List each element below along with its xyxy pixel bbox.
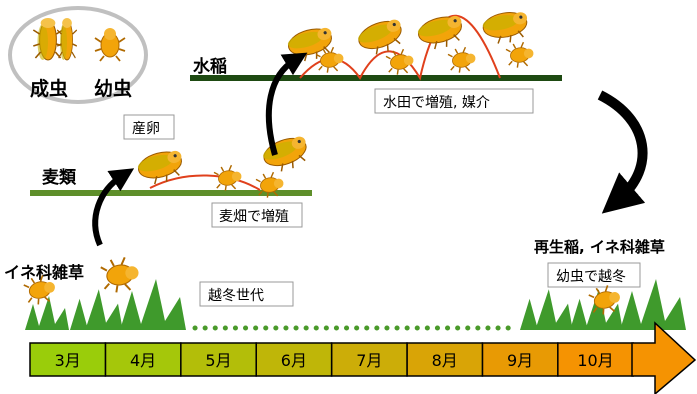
adult-insect-icon bbox=[259, 132, 314, 178]
month-label: 4月 bbox=[130, 351, 156, 370]
month-cell bbox=[330, 342, 408, 377]
cycle-arrow-icon bbox=[265, 52, 308, 156]
month-label: 9月 bbox=[507, 351, 533, 370]
larva-icon bbox=[504, 40, 537, 70]
larva-icon bbox=[98, 254, 143, 296]
month-cell bbox=[255, 342, 333, 377]
overwinter-larva-note: 幼虫で越冬 bbox=[556, 269, 626, 285]
month-label: 5月 bbox=[205, 351, 231, 370]
larva-icon bbox=[212, 163, 245, 193]
grass-tuft-icon bbox=[25, 296, 69, 330]
overwintering: イネ科雑草 越冬世代 再生稲, イネ科雑草 幼虫で越冬 bbox=[4, 238, 686, 331]
legend-larva-label: 幼虫 bbox=[94, 77, 132, 100]
grass-tuft-icon bbox=[120, 279, 186, 330]
legend: 成虫 幼虫 bbox=[8, 6, 148, 104]
wheat-field: 麦類 産卵 麦畑で増殖 bbox=[30, 114, 314, 228]
oviposition-note: 産卵 bbox=[132, 121, 160, 137]
rice-field: 水稲 水田で増殖, 媒介 bbox=[190, 8, 562, 114]
month-label: 7月 bbox=[356, 351, 382, 370]
month-label: 10月 bbox=[577, 351, 613, 370]
rice-multiply-note: 水田で増殖, 媒介 bbox=[383, 94, 490, 111]
month-cell bbox=[180, 342, 257, 377]
overwinter-generation-note: 越冬世代 bbox=[208, 288, 264, 304]
month-timeline: 3月 4月 5月 6月 7月 8月 9月 10月 bbox=[29, 321, 697, 394]
timeline-arrow-icon bbox=[631, 321, 697, 394]
month-cell bbox=[481, 342, 559, 377]
larva-icon bbox=[446, 45, 479, 75]
wheat-label: 麦類 bbox=[42, 167, 77, 188]
legend-adult-label: 成虫 bbox=[30, 77, 68, 100]
grass-tuft-icon bbox=[520, 289, 573, 330]
regrowth-label: 再生稲, イネ科雑草 bbox=[534, 238, 665, 256]
month-cell bbox=[104, 342, 182, 377]
month-label: 6月 bbox=[281, 351, 307, 370]
month-cell bbox=[557, 342, 634, 377]
grass-label: イネ科雑草 bbox=[4, 263, 84, 282]
adult-insect-icon bbox=[480, 8, 532, 48]
cycle-arrow-icon bbox=[597, 90, 648, 214]
wheat-multiply-note: 麦畑で増殖 bbox=[219, 208, 289, 225]
month-cell bbox=[29, 342, 107, 377]
grass-tuft-icon bbox=[70, 289, 123, 330]
rice-label: 水稲 bbox=[193, 56, 227, 77]
cycle-arrow-icon bbox=[92, 168, 135, 247]
month-label: 3月 bbox=[55, 351, 81, 370]
adult-insect-icon bbox=[414, 11, 468, 54]
month-cell bbox=[406, 342, 484, 377]
month-label: 8月 bbox=[432, 351, 458, 370]
